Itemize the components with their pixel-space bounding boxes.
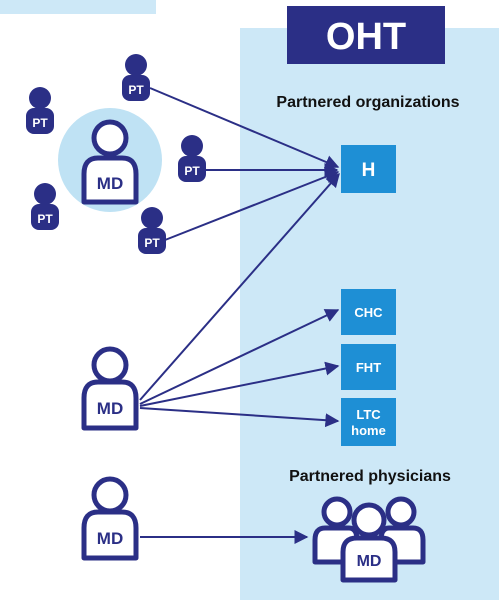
- top-left-block: [0, 0, 156, 14]
- patient-icon: PT: [26, 87, 54, 134]
- physician-label: MD: [97, 529, 123, 548]
- physician-icon: MD: [81, 119, 139, 205]
- org-h-label: H: [362, 160, 376, 181]
- physician-group-icon: MD: [312, 496, 426, 583]
- org-chc-label: CHC: [354, 305, 383, 320]
- partnered-organizations-title: Partnered organizations: [276, 94, 459, 111]
- physician-label: MD: [97, 174, 123, 193]
- physician-icon: MD: [81, 476, 139, 561]
- org-ltc-label: LTC: [356, 407, 381, 422]
- org-h: H: [341, 145, 396, 193]
- patient-label: PT: [184, 164, 200, 178]
- oht-header-title: OHT: [326, 16, 406, 58]
- patient-icon: PT: [138, 207, 166, 254]
- arrow-icon: [139, 309, 340, 405]
- patient-icon: PT: [178, 135, 206, 182]
- arrow-icon: [139, 361, 340, 407]
- org-chc: CHC: [341, 289, 396, 335]
- arrow-icon: [139, 172, 340, 401]
- arrow-icon: [164, 170, 340, 241]
- physician-label: MD: [97, 399, 123, 418]
- patient-label: PT: [128, 83, 144, 97]
- org-ltc-home: LTC home: [341, 398, 396, 446]
- partnered-physicians-title: Partnered physicians: [289, 468, 451, 485]
- arrows: [139, 87, 340, 544]
- patient-label: PT: [32, 116, 48, 130]
- arrow-icon: [149, 87, 340, 169]
- arrow-icon: [139, 407, 340, 428]
- physician-group-label: MD: [357, 553, 382, 570]
- oht-header-box: [287, 6, 445, 64]
- patient-label: PT: [144, 236, 160, 250]
- patient-icon: PT: [31, 183, 59, 230]
- org-fht: FHT: [341, 344, 396, 390]
- patient-icon: PT: [122, 54, 150, 101]
- org-ltc-label2: home: [351, 423, 386, 438]
- physician-icon: MD: [81, 346, 139, 431]
- patient-label: PT: [37, 212, 53, 226]
- org-fht-label: FHT: [356, 360, 381, 375]
